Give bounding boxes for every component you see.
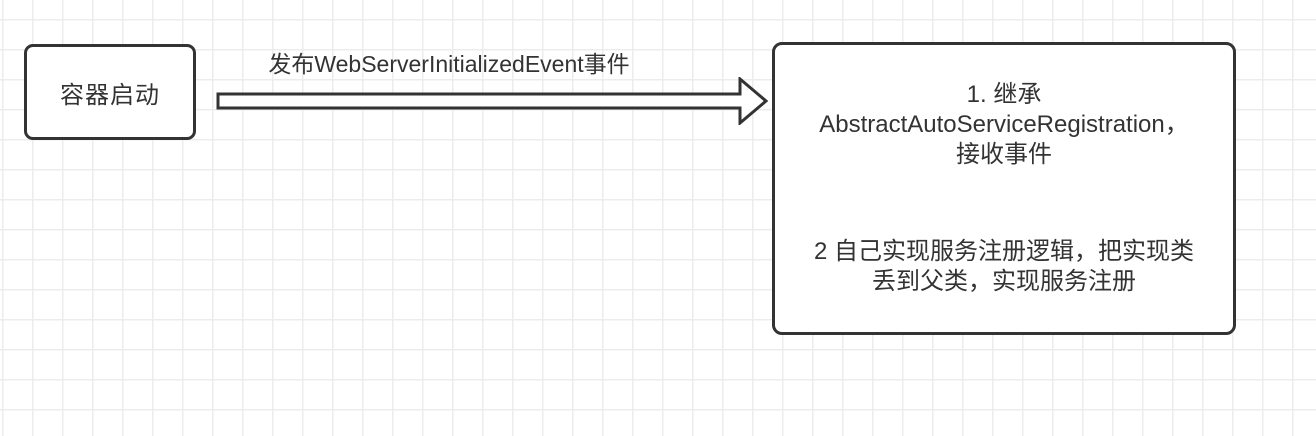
note-item-1: 1. 继承 AbstractAutoServiceRegistration， 接… bbox=[775, 80, 1233, 170]
note-item-1-line: 接收事件 bbox=[956, 141, 1052, 168]
node-registration-notes: 1. 继承 AbstractAutoServiceRegistration， 接… bbox=[772, 42, 1236, 335]
flow-arrow-icon bbox=[216, 77, 768, 125]
node-container-start: 容器启动 bbox=[24, 44, 196, 140]
note-item-2-line: 2 自己实现服务注册逻辑，把实现类 bbox=[813, 238, 1194, 265]
node-container-start-label: 容器启动 bbox=[60, 81, 160, 109]
note-item-1-line: 1. 继承 bbox=[966, 81, 1042, 108]
arrow-label: 发布WebServerInitializedEvent事件 bbox=[268, 51, 630, 77]
note-item-2: 2 自己实现服务注册逻辑，把实现类 丢到父类，实现服务注册 bbox=[775, 237, 1233, 297]
note-item-2-line: 丢到父类，实现服务注册 bbox=[872, 268, 1136, 295]
note-item-1-line: AbstractAutoServiceRegistration， bbox=[819, 111, 1189, 138]
